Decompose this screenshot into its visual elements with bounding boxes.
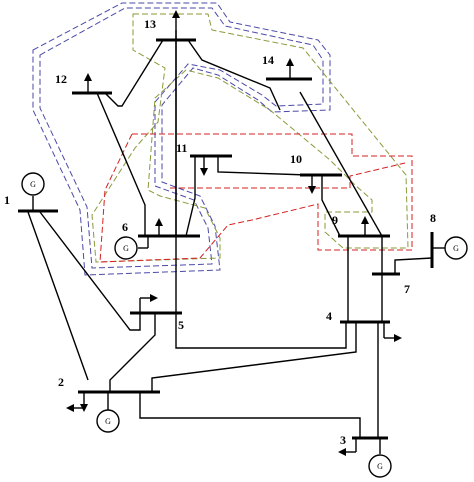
transmission-lines: [27, 30, 433, 437]
line-13-14: [187, 39, 281, 111]
bus-label-9: 9: [332, 213, 338, 227]
bus-bars: [18, 38, 434, 440]
zone-boundaries: [32, 2, 413, 276]
line-1-2: [27, 211, 89, 381]
bus-label-11: 11: [176, 141, 187, 155]
line-4-5: [175, 313, 347, 349]
line-9-14: [299, 91, 383, 237]
line-2-4: [151, 322, 357, 392]
generator-bus-2-icon: [96, 409, 120, 433]
generator-bus-6-symbol: G: [123, 244, 129, 253]
generator-bus-3-icon: [368, 454, 392, 478]
bus-label-1: 1: [4, 193, 10, 207]
zone-red-inner: [170, 162, 406, 189]
generator-bus-3-symbol: G: [377, 462, 383, 471]
bus-label-12: 12: [55, 72, 67, 86]
line-12-13: [104, 39, 164, 107]
zone-blue-inner: [39, 7, 324, 269]
bus-label-13: 13: [144, 17, 156, 31]
generator-bus-2-symbol: G: [105, 417, 111, 426]
generator-bus-1-icon: [21, 172, 45, 196]
bus-label-3: 3: [340, 433, 346, 447]
zone-olive: [91, 13, 409, 263]
line-6-12: [96, 92, 146, 236]
line-2-3: [139, 392, 361, 437]
bus-label-7: 7: [404, 282, 410, 296]
line-6-11: [185, 156, 196, 237]
generator-bus-6-icon: [114, 236, 138, 260]
zone-blue-outer: [32, 2, 331, 276]
bus-label-8: 8: [430, 211, 436, 225]
bus-label-10: 10: [290, 152, 302, 166]
line-1-5: [39, 211, 141, 331]
bus-labels: 1 2 3 4 5 6 7 8 9 10 11 12 13 14: [4, 17, 436, 447]
line-10-11: [217, 156, 309, 176]
line-9-10: [321, 175, 341, 237]
bus-label-6: 6: [122, 220, 128, 234]
bus-label-5: 5: [178, 318, 184, 332]
generators: G G G G G: [21, 172, 468, 478]
bus-label-2: 2: [58, 375, 64, 389]
generator-bus-1-symbol: G: [30, 180, 36, 189]
bus-label-14: 14: [262, 53, 274, 67]
generator-bus-8-icon: [444, 236, 468, 260]
bus-label-4: 4: [326, 309, 332, 323]
line-7-8: [394, 257, 433, 274]
generator-bus-8-symbol: G: [453, 244, 459, 253]
line-2-5: [109, 313, 156, 392]
load-arrows: [66, 10, 402, 456]
zone-red: [99, 133, 413, 263]
